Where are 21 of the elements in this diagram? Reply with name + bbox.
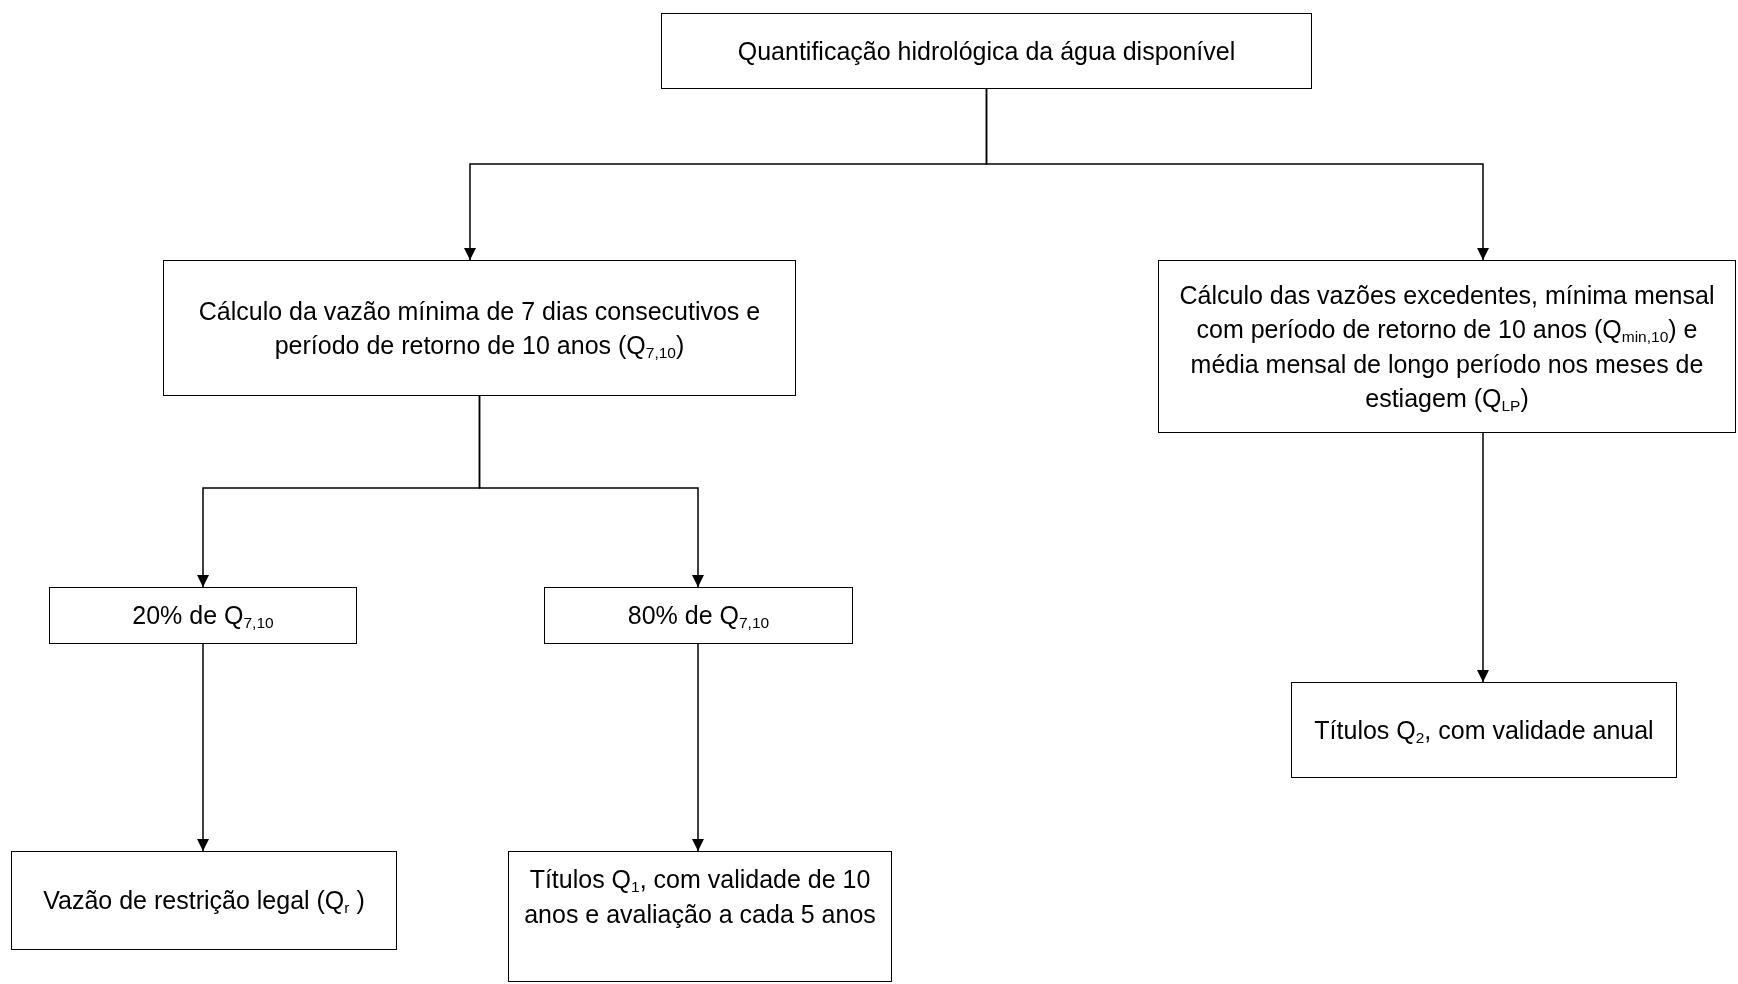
box-text: Títulos Q$_{2}$, com validade anual bbox=[1314, 714, 1654, 748]
arrow bbox=[478, 395, 704, 588]
box-text: Quantificação hidrológica da água disponível bbox=[737, 35, 1236, 67]
box-text: 20% de Q$_{7,10}$ bbox=[132, 600, 274, 633]
process-box bbox=[544, 587, 853, 644]
process-box bbox=[163, 260, 796, 396]
arrow bbox=[985, 88, 1489, 261]
arrow bbox=[692, 643, 704, 852]
box-text: Títulos Q$_{1}$, com validade de 10 anos e avaliação a cada 5 anos bbox=[523, 864, 877, 930]
arrow bbox=[1477, 432, 1489, 683]
process-box bbox=[661, 13, 1312, 89]
box-text: Vazão de restrição legal (Q$_{r}$ ) bbox=[43, 885, 365, 918]
process-box bbox=[1291, 682, 1677, 778]
box-text: Cálculo das vazões excedentes, mínima mensal com período de retorno de 10 anos (Q$_{min,10}$) e média mensal de longo período nos meses de estiagem (Q$_{LP}$) bbox=[1178, 279, 1716, 416]
process-box bbox=[49, 587, 357, 644]
process-box bbox=[11, 851, 397, 950]
box-text: 80% de Q$_{7,10}$ bbox=[627, 600, 770, 633]
box-text: Cálculo da vazão mínima de 7 dias consecutivos e período de retorno de 10 anos (Q$_{7,10}$) bbox=[197, 295, 762, 363]
arrow bbox=[197, 643, 209, 852]
process-box bbox=[508, 851, 892, 982]
process-box bbox=[1158, 260, 1736, 433]
